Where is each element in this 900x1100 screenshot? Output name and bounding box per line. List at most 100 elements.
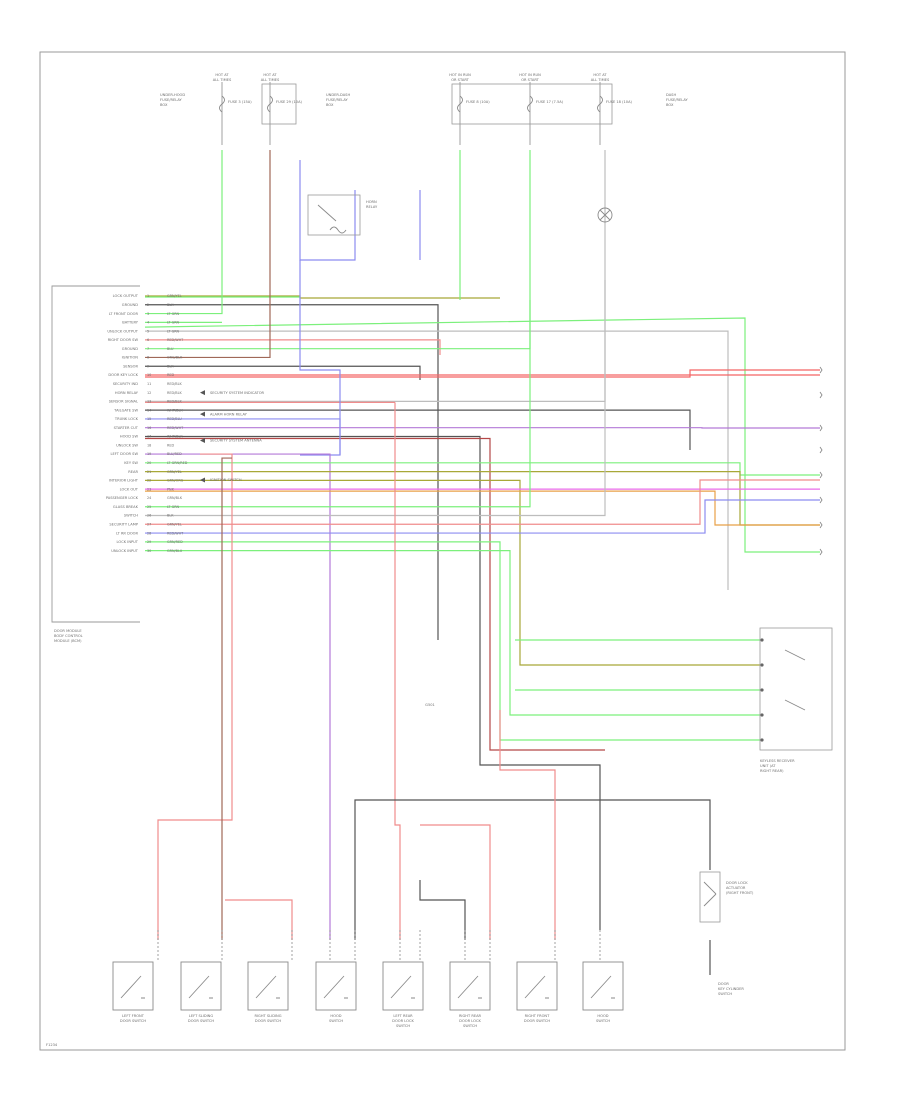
module-pin-label: REAR [128,470,138,474]
module-pin-label: GROUND [122,347,138,351]
wire-color-label: WHT/BLK [167,408,183,412]
module-pin-number: 4 [147,321,149,325]
module-pin-number: 3 [147,312,149,316]
door-switch-caption: HOOD [330,1014,341,1018]
module-pin-number: 10 [147,373,151,377]
module-pin-label: LOCK INPUT [117,540,139,544]
wire [145,550,760,716]
module-pin-number: 2 [147,303,149,307]
note-arrow [200,477,205,483]
right-connector-caption: UNIT (AT [760,764,776,768]
fuse-box-caption: FUSE/RELAY [326,98,348,102]
module-outline [51,285,140,623]
fuse-symbol [527,95,533,113]
fuse-box-caption: DASH [666,93,676,97]
wire [145,541,760,741]
door-switch-caption: DOOR SWITCH [255,1019,281,1023]
door-switch-contact [255,975,280,999]
fuse-rating-label: FUSE 29 (10A) [276,100,303,104]
fuse-rating-label: FUSE 18 (10A) [606,100,633,104]
fuse-hot-label: HOT AT [215,73,229,77]
wire [145,365,421,380]
fuse-hot-label: ALL TIMES [261,78,280,82]
right-connector-switch [784,649,806,711]
note-label: SECURITY SYSTEM ANTENNA [210,439,262,443]
wire [221,457,232,940]
wire [145,339,441,355]
module-pin-number: 21 [147,470,151,474]
wire [145,499,820,534]
module-pin-label: UNLOCK INPUT [111,549,139,553]
module-pin-number: 5 [147,329,149,333]
module-pin-label: PASSENGER LOCK [106,496,139,500]
door-switch-caption: DOOR LOCK [392,1019,414,1023]
door-switch-contact [188,975,213,999]
door-switch-caption: HOOD [597,1014,608,1018]
fuse-box-caption: UNDER-DASH [326,93,350,97]
fuse-box-outline [261,83,297,125]
page-code: F1234 [46,1043,58,1047]
fuse-box-caption: BOX [160,103,168,107]
wire [145,150,223,315]
wire-color-label: WHT/BLK [167,435,183,439]
horn-relay-caption: HORN [366,200,377,204]
wire-color-label: GRN/RED [167,540,183,544]
actuator-box [699,871,721,923]
wire-color-label: BLU [167,347,174,351]
wire [145,479,760,666]
fuse-box-caption: BOX [666,103,674,107]
wire [145,453,331,940]
terminal-marker [819,446,823,454]
module-caption: DOOR MODULE [54,629,82,633]
module-pin-label: TRUNK LOCK [114,417,139,421]
actuator-caption: DOOR LOCK [726,881,748,885]
wire [354,799,711,940]
actuator-caption: (RIGHT FRONT) [726,891,754,895]
module-pin-label: IGNITION [122,356,139,360]
wire [145,369,820,378]
door-switch-caption: SWITCH [396,1024,410,1028]
fuse-box-caption: FUSE/RELAY [666,98,688,102]
wire-color-label: GRN/YEL [167,470,182,474]
module-pin-label: HORN RELAY [115,391,139,395]
door-switch-caption: SWITCH [329,1019,343,1023]
wire-color-label: RED/WHT [167,426,184,430]
fuse-box-caption: UNDER-HOOD [160,93,185,97]
fuse-rating-label: FUSE 17 (7.5A) [536,100,564,104]
module-pin-number: 27 [147,522,151,526]
module-caption: MODULE (BCM) [54,639,82,643]
wire [145,462,820,476]
module-pin-label: LEFT DOOR SW [110,452,138,456]
module-pin-label: SWITCH [124,514,138,518]
wire [299,160,356,261]
door-switch-contact [390,975,415,999]
module-pin-label: STARTER CUT [114,426,139,430]
right-connector-pin [760,663,764,667]
note-arrow [200,390,205,396]
wire-color-label: RED [167,373,174,377]
actuator-caption: ACTUATOR [726,886,746,890]
note-label: IGNITION SWITCH [210,478,242,482]
right-connector-caption: KEYLESS RECEIVER [760,759,795,763]
wire-color-label: BLK [167,303,174,307]
wire [145,300,531,508]
wire [499,710,556,940]
note-label: SECURITY SYSTEM INDICATOR [210,391,265,395]
module-pin-number: 30 [147,549,151,553]
fuse-symbol [597,95,603,113]
wire [145,304,439,640]
door-switch-contact [590,975,615,999]
door-switch-box [315,961,357,1011]
module-pin-number: 18 [147,443,151,447]
module-pin-label: SECURITY IND [113,382,139,386]
terminal-marker [819,521,823,529]
module-pin-number: 13 [147,400,151,404]
wire [145,435,601,930]
wire-color-label: GRN/ORG [167,479,184,483]
wire [144,317,820,553]
module-pin-label: DOOR KEY LOCK [108,373,138,377]
key-switch-caption: SWITCH [718,992,732,996]
wire [145,409,691,450]
terminal-marker [819,548,823,556]
